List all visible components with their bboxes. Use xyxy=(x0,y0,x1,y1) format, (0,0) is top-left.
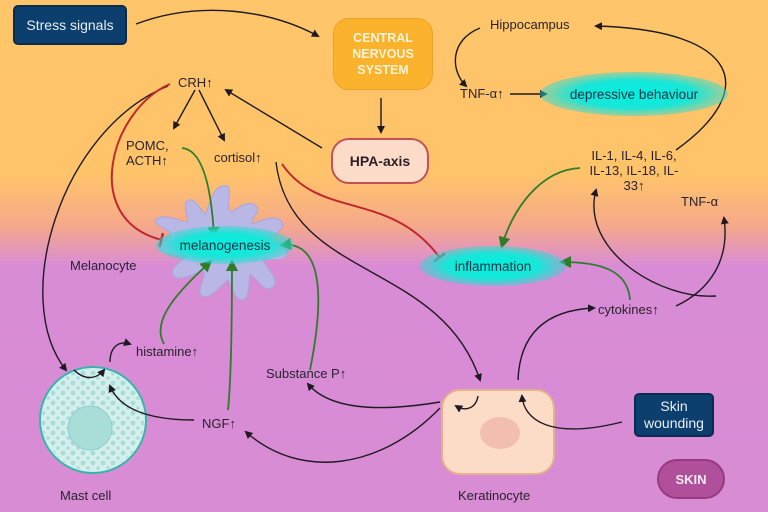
tnf-a-up-label: TNF-α↑ xyxy=(460,86,504,101)
substance-p-label: Substance P↑ xyxy=(266,366,347,381)
crh-label: CRH↑ xyxy=(178,75,213,90)
cortisol-label: cortisol↑ xyxy=(214,150,262,165)
arrow-wounding-to-keratinocyte xyxy=(518,394,623,430)
arrow-hpa-to-crh xyxy=(224,88,323,149)
inflammation-label: inflammation xyxy=(454,258,532,274)
arrow-mast-to-histamine xyxy=(109,338,132,363)
depressive-behaviour-label: depressive behaviour xyxy=(569,86,699,102)
inflammation-node: inflammation xyxy=(420,246,566,286)
melanogenesis-label: melanogenesis xyxy=(179,237,271,253)
histamine-label: histamine↑ xyxy=(136,344,199,359)
arrow-cytokines-to-inflammation xyxy=(559,256,631,301)
skin-badge: SKIN xyxy=(657,459,725,499)
arrow-histamine-to-melanogenesis xyxy=(159,259,213,345)
stress-signals-label: Stress signals xyxy=(26,16,114,33)
arrow-crh-to-cortisol xyxy=(198,89,225,142)
cns-box: CENTRAL NERVOUS SYSTEM xyxy=(333,18,433,90)
tnf-a-label: TNF-α xyxy=(681,194,719,209)
hpa-axis-box: HPA-axis xyxy=(331,138,429,184)
arrow-il-to-hippocampus xyxy=(594,22,727,151)
keratinocyte-label: Keratinocyte xyxy=(458,488,531,503)
skin-label: SKIN xyxy=(675,471,707,487)
arrow-crh-to-pomc xyxy=(173,89,196,130)
arrow-hippocampus-to-tnf xyxy=(454,27,481,88)
ngf-label: NGF↑ xyxy=(202,416,236,431)
mast-cell-label: Mast cell xyxy=(60,488,112,503)
melanocyte-label: Melanocyte xyxy=(70,258,137,273)
depressive-behaviour-node: depressive behaviour xyxy=(540,72,728,116)
arrow-ngf-to-melanogenesis xyxy=(225,259,238,411)
arrow-pomc-to-melanogenesis xyxy=(181,147,220,239)
inhibit-cortisol-to-inflammation xyxy=(281,163,446,263)
arrow-keratinocyte-to-substancep xyxy=(306,382,441,409)
mast-cell-icon xyxy=(39,366,147,474)
stress-signals-box: Stress signals xyxy=(13,5,127,45)
arrow-crh-to-mast xyxy=(42,85,169,372)
skin-wounding-box: Skin wounding xyxy=(634,393,714,437)
arrow-mast-self xyxy=(73,368,106,379)
interleukins-label: IL-1, IL-4, IL-6, IL-13, IL-18, IL-33↑ xyxy=(589,148,679,193)
arrow-keratinocyte-to-ngf xyxy=(244,407,441,463)
cns-label: CENTRAL NERVOUS SYSTEM xyxy=(352,31,414,77)
pomc-acth-label: POMC, ACTH↑ xyxy=(126,138,169,168)
arrow-stress-to-cns xyxy=(135,9,320,37)
keratinocyte-cell-icon xyxy=(441,389,555,475)
inhibit-crh-to-melanogenesis xyxy=(110,83,171,247)
cytokines-label: cytokines↑ xyxy=(598,302,659,317)
skin-wounding-label: Skin wounding xyxy=(644,398,704,431)
arrow-il-to-inflammation xyxy=(498,167,581,249)
arrow-cytokines-to-tnf xyxy=(675,216,729,307)
hippocampus-label: Hippocampus xyxy=(490,17,570,32)
arrow-cortisol-to-keratinocyte xyxy=(275,161,482,382)
arrow-ngf-to-mast xyxy=(108,384,195,421)
arrow-keratinocyte-to-cytokines xyxy=(517,304,596,381)
arrow-keratinocyte-self xyxy=(454,395,479,413)
hpa-axis-label: HPA-axis xyxy=(349,153,411,169)
arrow-substancep-to-melanogenesis xyxy=(279,238,320,371)
melanogenesis-node: melanogenesis xyxy=(156,226,294,264)
